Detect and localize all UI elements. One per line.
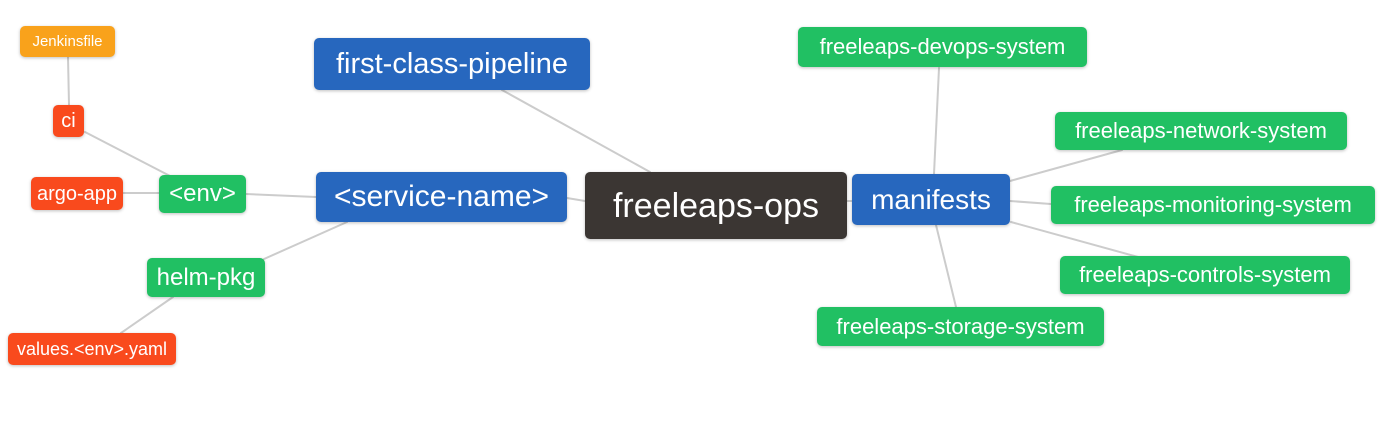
node-freeleaps-devops-system[interactable]: freeleaps-devops-system [798, 27, 1087, 67]
node-freeleaps-network-system[interactable]: freeleaps-network-system [1055, 112, 1347, 150]
edge-manifests-controls-system [1010, 221, 1139, 258]
edge-jenkinsfile-ci [67, 56, 70, 106]
node-values-env-yaml[interactable]: values.<env>.yaml [8, 333, 176, 365]
node-helm-pkg[interactable]: helm-pkg [147, 258, 265, 297]
node-freeleaps-storage-system[interactable]: freeleaps-storage-system [817, 307, 1104, 346]
edge-helm-pkg-values-env-yaml [120, 296, 174, 334]
edge-manifests-monitoring-system [1009, 200, 1052, 205]
edge-manifests-network-system [1009, 149, 1123, 182]
edge-first-class-pipeline-ops [501, 89, 651, 173]
edge-service-name-helm-pkg [263, 221, 348, 260]
node-manifests[interactable]: manifests [852, 174, 1010, 225]
edge-manifests-devops-system [933, 67, 940, 175]
edge-manifests-storage-system [935, 224, 957, 308]
node-service-name[interactable]: <service-name> [316, 172, 567, 222]
node-freeleaps-controls-system[interactable]: freeleaps-controls-system [1060, 256, 1350, 294]
edge-ci-env [84, 131, 173, 178]
node-freeleaps-ops[interactable]: freeleaps-ops [585, 172, 847, 239]
node-first-class-pipeline[interactable]: first-class-pipeline [314, 38, 590, 90]
node-freeleaps-monitoring-system[interactable]: freeleaps-monitoring-system [1051, 186, 1375, 224]
node-jenkinsfile[interactable]: Jenkinsfile [20, 26, 115, 57]
node-argo-app[interactable]: argo-app [31, 177, 123, 210]
node-ci[interactable]: ci [53, 105, 84, 137]
edge-service-name-ops [566, 197, 586, 202]
edge-env-service-name [245, 193, 317, 198]
node-env[interactable]: <env> [159, 175, 246, 213]
